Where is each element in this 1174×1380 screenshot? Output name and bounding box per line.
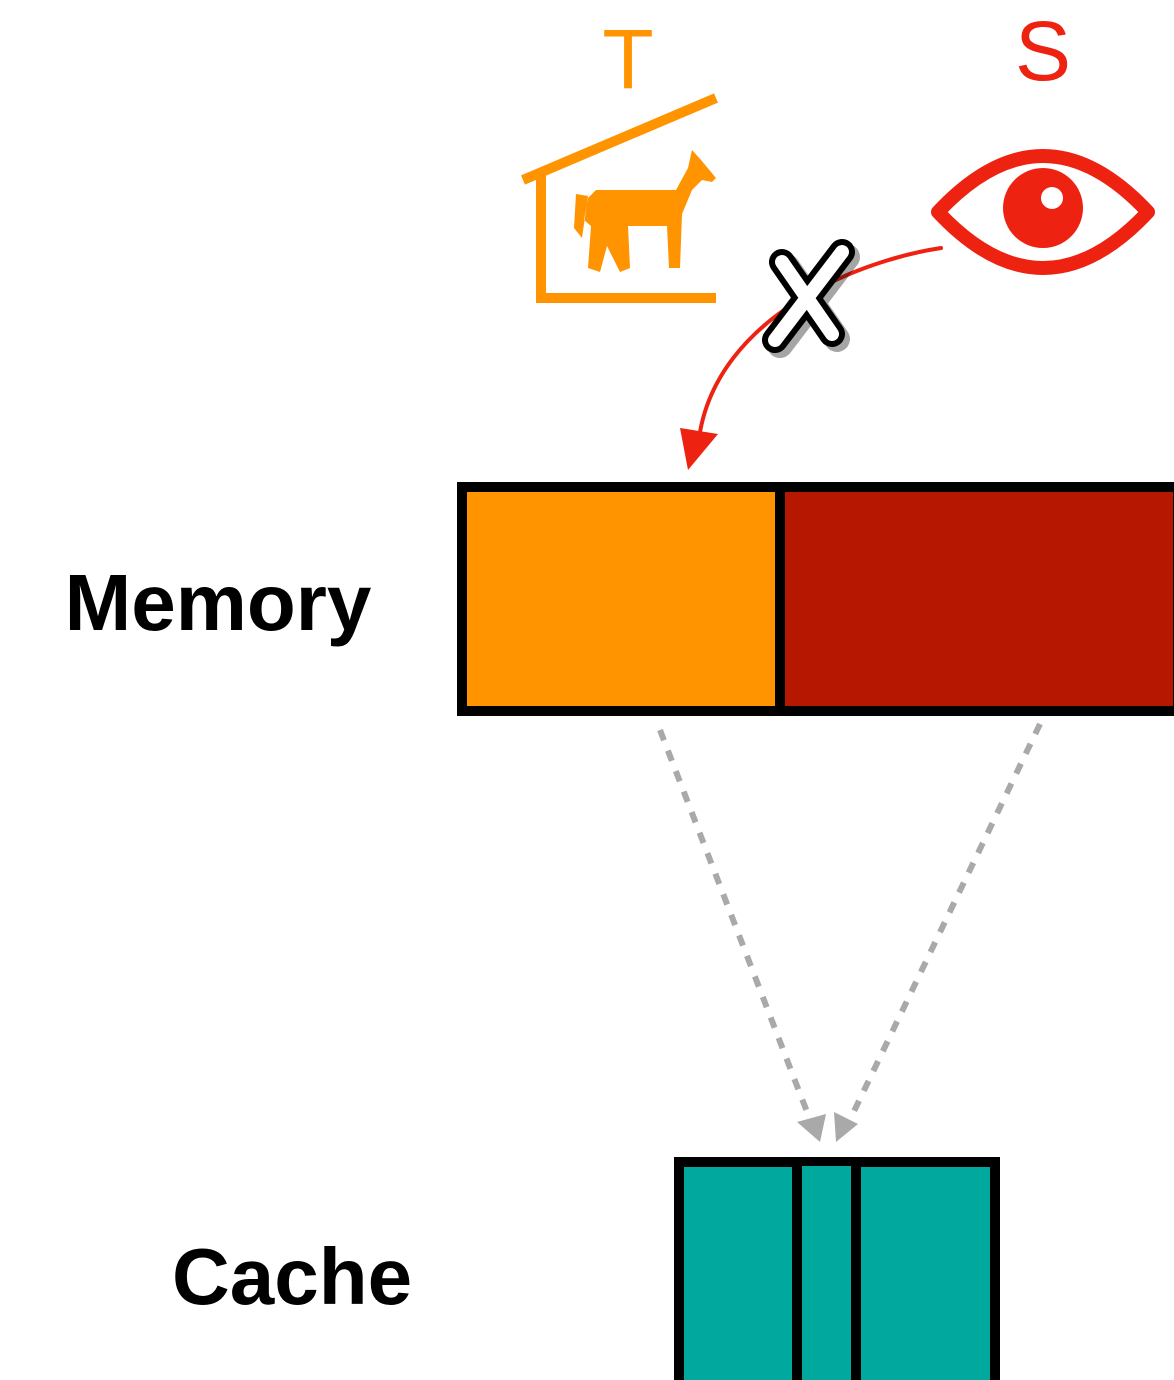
cache-block: [674, 1157, 1000, 1380]
memory-spy-region: [778, 487, 1174, 711]
eye-icon: [931, 149, 1155, 275]
horse-in-stable-icon: [521, 93, 718, 303]
spy-label: S: [1015, 4, 1071, 98]
cache-mapping-arrows: [657, 722, 1043, 1142]
memory-trojan-region: [462, 487, 778, 711]
mapping-arrow-left: [657, 728, 817, 1132]
memory-label: Memory: [65, 558, 372, 647]
mapping-arrow-right: [842, 722, 1043, 1132]
cache-line-shared: [798, 1166, 855, 1380]
trojan-label: T: [602, 12, 653, 106]
cache-label: Cache: [172, 1232, 412, 1321]
cross-mark-icon: [762, 239, 860, 358]
memory-block: [457, 482, 1174, 716]
